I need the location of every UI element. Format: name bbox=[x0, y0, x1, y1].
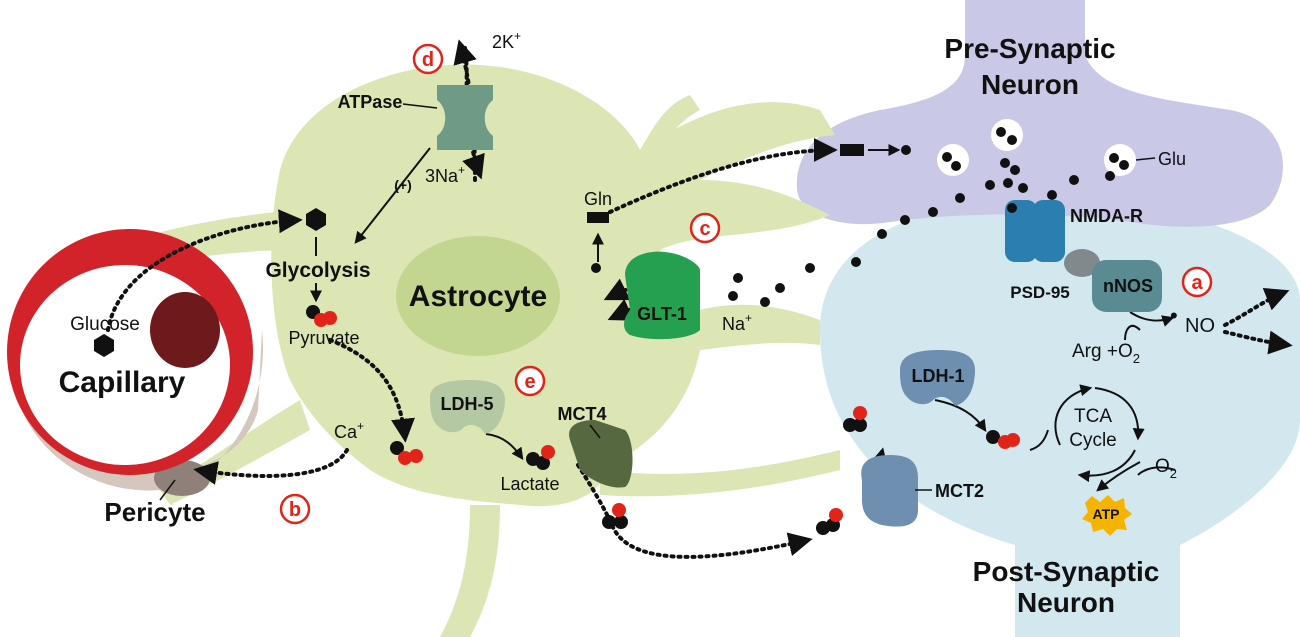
ldh1-enzyme bbox=[900, 350, 975, 406]
pyruvate-molecule bbox=[306, 305, 337, 327]
tca-label-line2: Cycle bbox=[1069, 430, 1117, 451]
marker-d: d bbox=[412, 43, 444, 75]
svg-text:b: b bbox=[289, 499, 301, 521]
svg-text:a: a bbox=[1191, 272, 1203, 294]
ldh5-enzyme bbox=[430, 380, 505, 434]
gln-block-astrocyte bbox=[587, 212, 609, 223]
pre-synaptic-title-line2: Neuron bbox=[981, 69, 1079, 100]
glucose-hexagon-capillary bbox=[94, 334, 114, 357]
marker-e: e bbox=[514, 365, 546, 397]
mct4-label: MCT4 bbox=[558, 404, 607, 424]
glucose-label: Glucose bbox=[70, 314, 140, 335]
capillary-title: Capillary bbox=[59, 366, 186, 399]
no-radical-dot: • bbox=[1170, 303, 1178, 328]
glu-label: Glu bbox=[1158, 149, 1186, 169]
lactate-molecule-exit bbox=[602, 503, 628, 529]
svg-text:c: c bbox=[699, 218, 710, 240]
post-synaptic-neuron bbox=[820, 205, 1300, 637]
mct2-transporter bbox=[861, 455, 918, 527]
calcium-label: Ca+ bbox=[334, 419, 364, 442]
atpase-label: ATPase bbox=[338, 92, 403, 112]
astrocyte-nucleus bbox=[396, 236, 560, 356]
glt1-transporter bbox=[624, 251, 700, 340]
sodium-label: 3Na+ bbox=[425, 163, 465, 186]
lactate-molecule-mct2 bbox=[816, 508, 843, 535]
marker-a: a bbox=[1181, 266, 1213, 298]
marker-b: b bbox=[279, 493, 311, 525]
tca-label: TCA bbox=[1074, 406, 1112, 427]
mct2-label: MCT2 bbox=[935, 481, 984, 501]
atp-burst bbox=[1082, 495, 1132, 536]
na-label: Na+ bbox=[722, 311, 752, 334]
glu-vesicles bbox=[937, 119, 1136, 193]
psd95-protein bbox=[1064, 249, 1100, 277]
astrocyte-title: Astrocyte bbox=[409, 280, 547, 313]
glt1-label: GLT-1 bbox=[637, 304, 687, 324]
potassium-label: 2K+ bbox=[492, 29, 521, 52]
endothelial-nucleus bbox=[150, 292, 220, 368]
atpase-pump bbox=[437, 85, 493, 150]
svg-text:e: e bbox=[524, 371, 535, 393]
o2-label: O2 bbox=[1155, 456, 1177, 481]
arg-o2-label: Arg +O2 bbox=[1072, 341, 1140, 366]
nnos-enzyme bbox=[1092, 260, 1162, 312]
gln-block-presynaptic bbox=[840, 144, 864, 156]
glutamate-dots bbox=[591, 145, 1115, 307]
nnos-label: nNOS bbox=[1103, 276, 1153, 296]
atp-label: ATP bbox=[1093, 506, 1120, 522]
lactate-molecule-neuron bbox=[843, 406, 867, 432]
psd95-label: PSD-95 bbox=[1010, 283, 1070, 302]
gln-label: Gln bbox=[584, 189, 612, 209]
no-label: NO bbox=[1185, 315, 1215, 337]
glycolysis-label: Glycolysis bbox=[265, 259, 370, 282]
post-synaptic-title-line2: Neuron bbox=[1017, 587, 1115, 618]
nmda-receptor bbox=[1005, 200, 1065, 262]
svg-text:d: d bbox=[422, 49, 434, 71]
pyruvate-molecule-ldh5 bbox=[390, 441, 423, 465]
marker-c: c bbox=[689, 212, 721, 244]
lactate-molecule bbox=[526, 445, 555, 470]
lactate-label: Lactate bbox=[500, 474, 559, 494]
post-synaptic-title: Post-Synaptic bbox=[973, 556, 1160, 587]
pericyte-title: Pericyte bbox=[104, 497, 205, 527]
ldh5-label: LDH-5 bbox=[441, 394, 494, 414]
ldh1-label: LDH-1 bbox=[912, 366, 965, 386]
pyruvate-molecule-neuron bbox=[986, 430, 1020, 449]
pre-synaptic-title: Pre-Synaptic bbox=[944, 33, 1115, 64]
mct4-transporter bbox=[569, 420, 633, 488]
solid-arrows bbox=[310, 144, 1176, 492]
stimulation-label: (+) bbox=[394, 177, 412, 193]
glucose-hexagon-astrocyte bbox=[306, 208, 326, 231]
pre-synaptic-neuron bbox=[796, 0, 1283, 227]
nmda-label: NMDA-R bbox=[1070, 206, 1143, 226]
pyruvate-label: Pyruvate bbox=[288, 328, 359, 348]
